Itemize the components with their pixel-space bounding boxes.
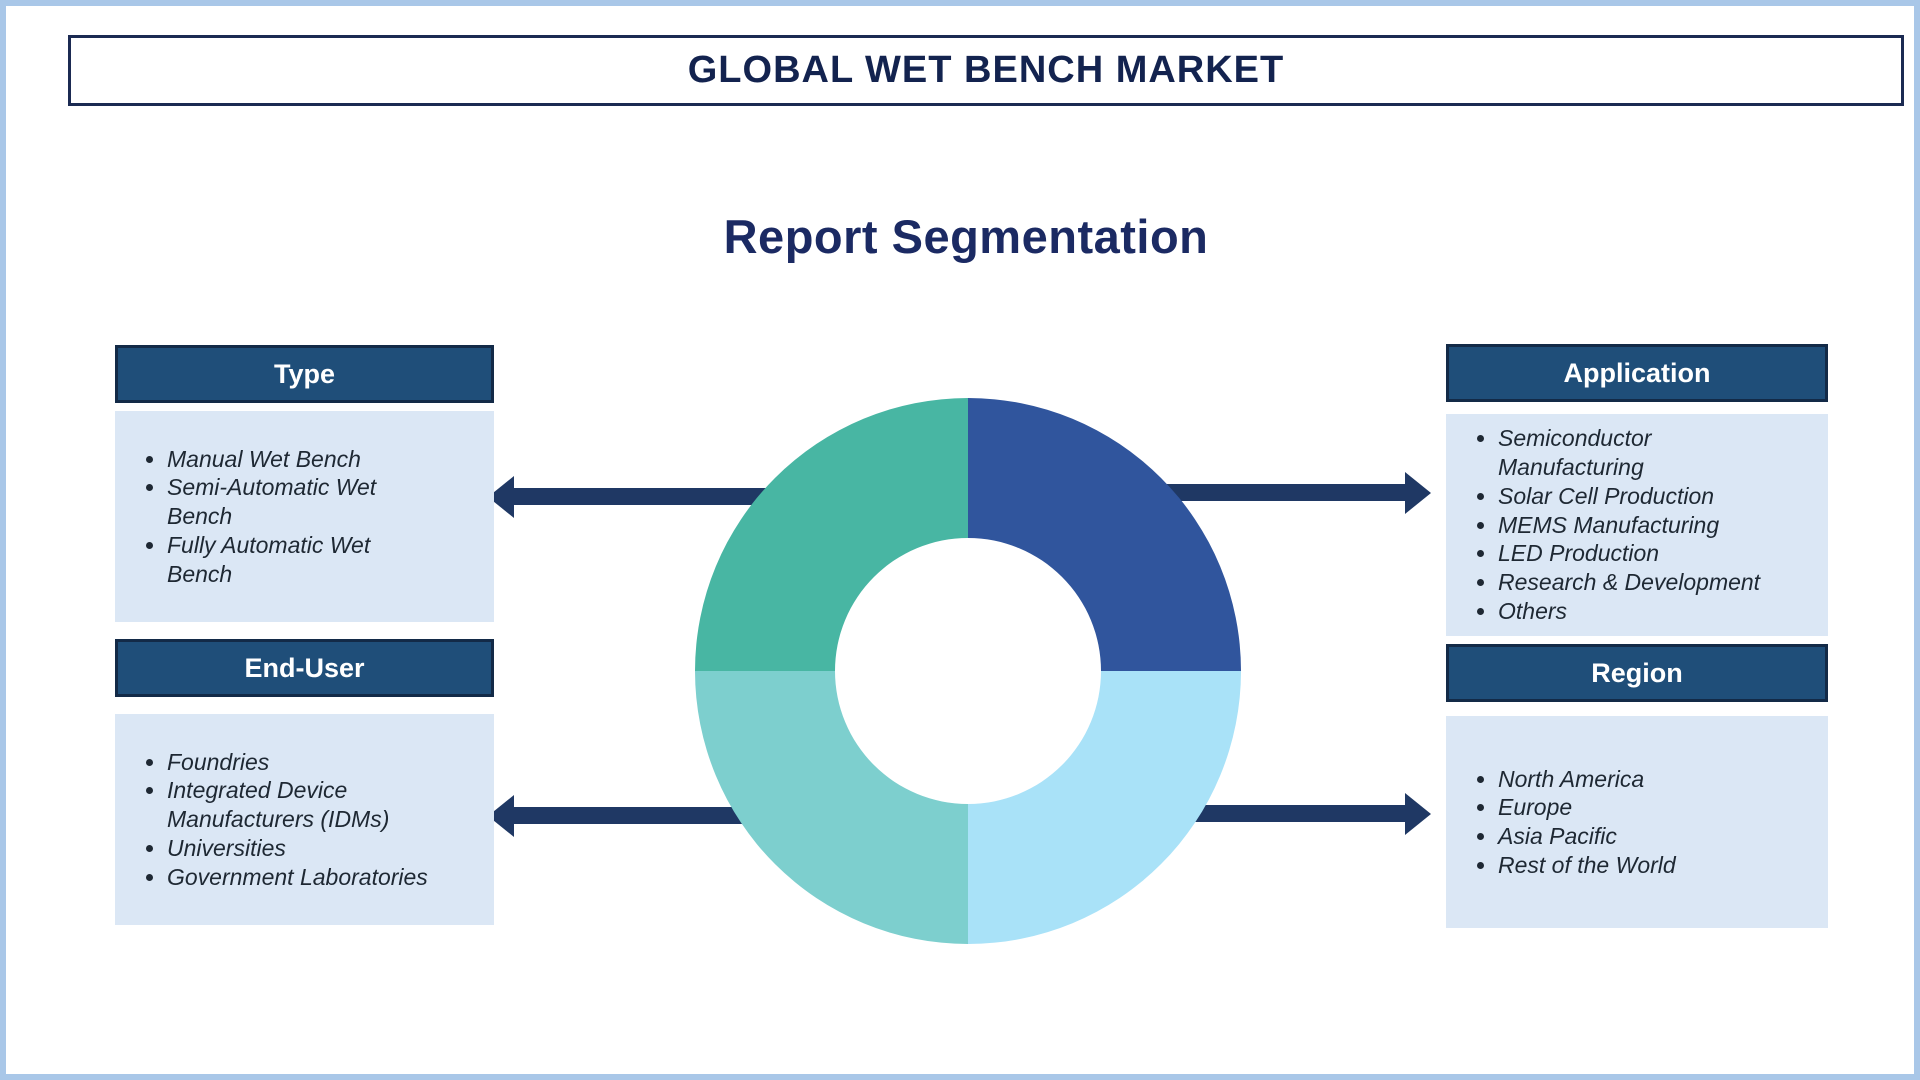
list-item: Semi-Automatic Wet Bench [167,473,486,531]
list-item: MEMS Manufacturing [1498,511,1820,540]
type-list: Manual Wet Bench Semi-Automatic Wet Benc… [115,445,494,589]
panel-body-region: North America Europe Asia Pacific Rest o… [1446,716,1828,928]
list-item: Fully Automatic Wet Bench [167,531,486,589]
list-item: North America [1498,765,1820,794]
list-item: Universities [167,834,486,863]
list-item: Research & Development [1498,568,1820,597]
list-item: Semiconductor Manufacturing [1498,424,1820,482]
list-item: Manual Wet Bench [167,445,486,474]
arrow-shaft [1161,484,1407,501]
list-item: Solar Cell Production [1498,482,1820,511]
list-item: LED Production [1498,539,1820,568]
connector-arrow-region [1161,793,1431,835]
panel-header-type-label: Type [273,358,335,389]
list-item: Foundries [167,748,486,777]
panel-header-end-user-label: End-User [244,652,365,683]
application-list: Semiconductor Manufacturing Solar Cell P… [1446,424,1828,625]
arrow-right-icon [1405,793,1431,835]
panel-header-application-label: Application [1563,357,1711,388]
donut-chart [695,398,1241,944]
connector-arrow-application [1161,472,1431,514]
title-box: GLOBAL WET BENCH MARKET [68,35,1904,106]
donut-segment-end-user [695,671,968,944]
page-title: GLOBAL WET BENCH MARKET [687,49,1285,91]
region-list: North America Europe Asia Pacific Rest o… [1446,765,1828,880]
list-item: Asia Pacific [1498,822,1820,851]
arrow-shaft [1161,805,1407,822]
section-heading: Report Segmentation [723,210,1209,263]
donut-segment-application [968,398,1241,671]
list-item: Government Laboratories [167,863,486,892]
list-item: Others [1498,597,1820,626]
arrow-shaft [512,488,776,505]
list-item: Rest of the World [1498,851,1820,880]
arrow-shaft [512,807,776,824]
panel-body-application: Semiconductor Manufacturing Solar Cell P… [1446,414,1828,636]
panel-header-application: Application [1446,344,1828,402]
panel-header-region: Region [1446,644,1828,702]
list-item: Europe [1498,793,1820,822]
end-user-list: Foundries Integrated Device Manufacturer… [115,748,494,892]
panel-body-type: Manual Wet Bench Semi-Automatic Wet Benc… [115,411,494,622]
panel-header-type: Type [115,345,494,403]
panel-header-region-label: Region [1591,657,1683,688]
panel-header-end-user: End-User [115,639,494,697]
panel-body-end-user: Foundries Integrated Device Manufacturer… [115,714,494,925]
list-item: Integrated Device Manufacturers (IDMs) [167,776,486,834]
donut-segment-type [695,398,968,671]
arrow-right-icon [1405,472,1431,514]
donut-segment-region [968,671,1241,944]
